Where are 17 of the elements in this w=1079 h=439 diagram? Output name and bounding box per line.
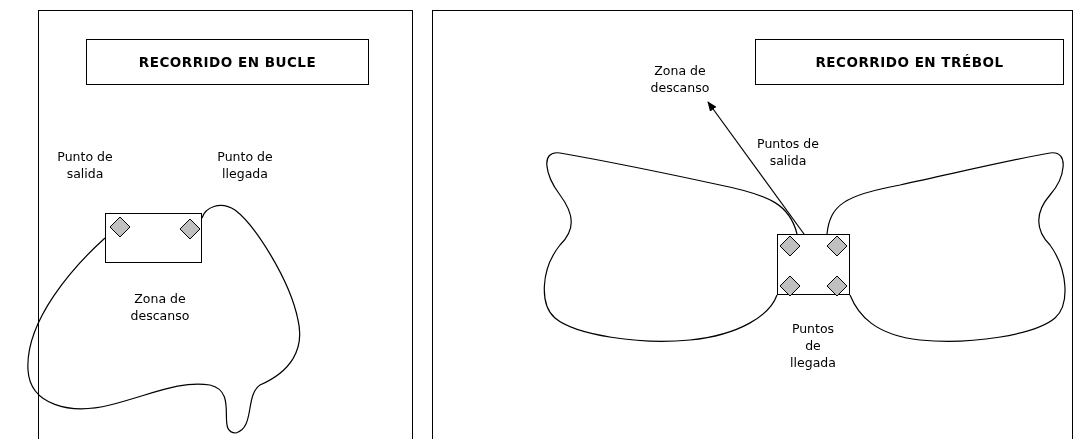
- rest-zone-box: [777, 234, 850, 295]
- title-box: RECORRIDO EN BUCLE: [86, 39, 369, 85]
- arrow: [707, 101, 805, 235]
- rest-zone-label: Zona de descanso: [640, 62, 720, 102]
- point-label: Punto de salida: [56, 148, 114, 182]
- point-label: Zona de descanso: [129, 290, 191, 324]
- finish-point-diamond: [179, 218, 201, 240]
- start-point-diamond: [109, 216, 131, 238]
- point-label: Puntos de llegada: [789, 320, 837, 371]
- finish-point-diamond: [826, 275, 848, 297]
- start-point-diamond: [826, 235, 848, 257]
- point-label: Puntos de salida: [756, 135, 820, 169]
- point-label: Punto de llegada: [216, 148, 274, 182]
- finish-point-diamond: [779, 275, 801, 297]
- title-box: RECORRIDO EN TRÉBOL: [755, 39, 1064, 85]
- rest-zone-box: [105, 213, 202, 263]
- start-point-diamond: [779, 235, 801, 257]
